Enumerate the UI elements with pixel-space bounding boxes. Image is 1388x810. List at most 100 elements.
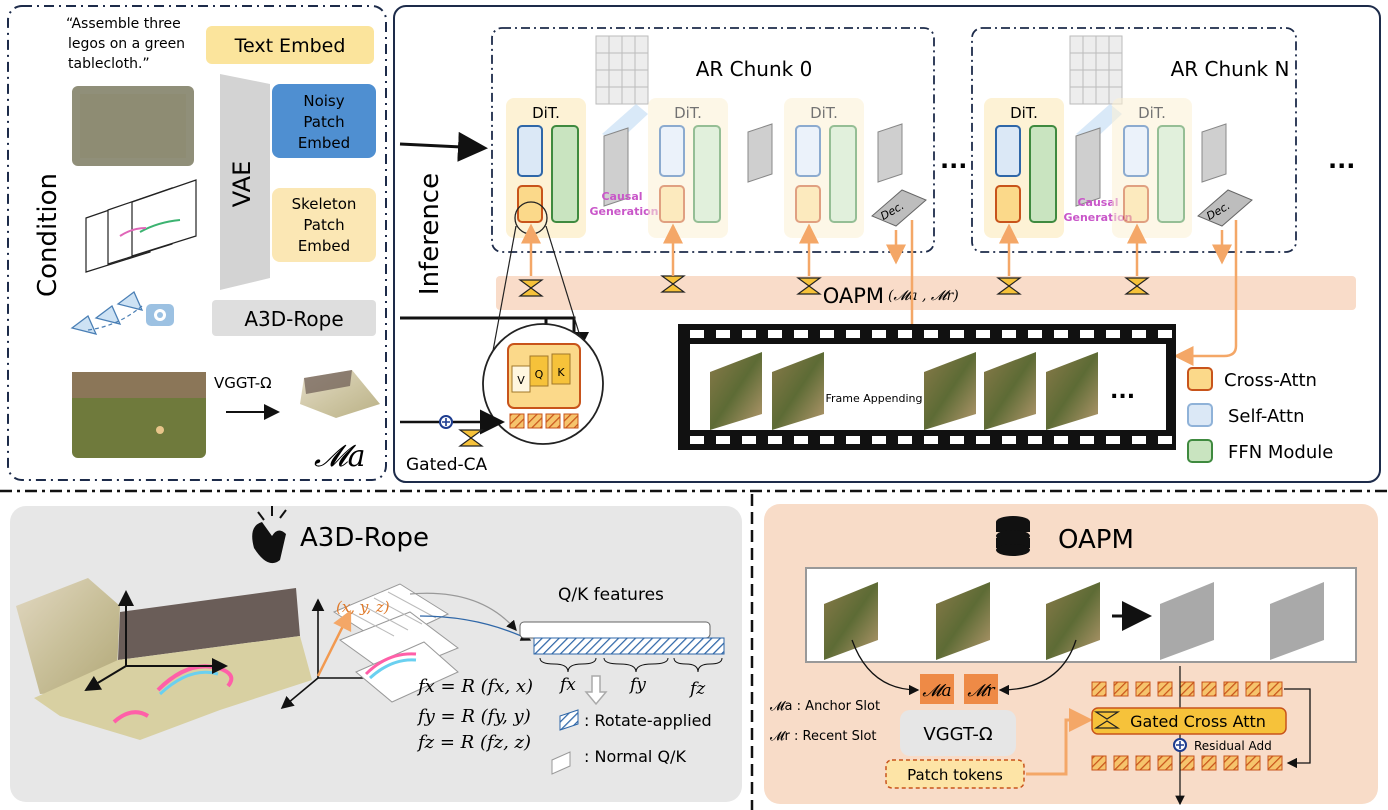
prompt-line-2: legos on a green — [68, 36, 185, 52]
buffer-frame-1 — [824, 582, 878, 660]
noisy-label-1: Noisy — [303, 92, 344, 110]
self-attn-n1 — [995, 125, 1021, 177]
gated-connectors — [518, 275, 1150, 297]
gated-cross-attn-label: Gated Cross Attn — [1130, 712, 1266, 731]
fz-brace — [673, 657, 723, 673]
legend: Cross-Attn Self-Attn FFN Module — [1187, 367, 1333, 463]
film-ellipsis: ... — [1110, 379, 1135, 404]
text-embed-box — [206, 26, 374, 64]
ellipsis-chunks: ... — [940, 146, 967, 174]
buffer-frame-3 — [1046, 582, 1100, 660]
vae-label: VAE — [228, 161, 256, 207]
vggt-box — [900, 710, 1016, 756]
recent-arrow — [998, 639, 1077, 696]
dit-label-2: DiT. — [674, 104, 702, 122]
text-embed-label: Text Embed — [234, 35, 346, 57]
input-arrow — [399, 131, 488, 162]
database-icon — [996, 516, 1030, 556]
residual-add-label: Residual Add — [1194, 739, 1272, 753]
legend-cross-label: Cross-Attn — [1224, 370, 1317, 391]
a3d-rope-box — [212, 300, 376, 336]
a3d-rope-panel: A3D-Rope (x, — [10, 506, 742, 802]
cross-attn-2 — [659, 185, 685, 223]
ffn-n1 — [1029, 125, 1057, 223]
condition-title: Condition — [33, 173, 63, 297]
pointcloud-large — [16, 578, 312, 740]
skeleton-frames — [85, 179, 197, 273]
eq-fx: fx = R (fx, x) — [416, 676, 533, 697]
film-strip — [678, 324, 1176, 450]
skeleton-patch-embed-box — [272, 188, 376, 262]
empty-slot-1 — [1160, 582, 1214, 660]
ellipsis-end: ... — [1328, 146, 1355, 174]
legend-cross-swatch — [1187, 367, 1213, 391]
dit-label-n1: DiT. — [1010, 104, 1038, 122]
self-attn-1 — [517, 125, 543, 177]
inference-panel: Inference AR Chunk 0 DiT. Causal Generat… — [393, 5, 1381, 483]
recent-slot-label: 𝓜r : Recent Slot — [770, 729, 877, 744]
skel-label-2: Patch — [303, 216, 344, 234]
vggt-label: VGGT-Ω — [214, 374, 272, 392]
self-attn-2 — [659, 125, 685, 177]
ar-chunk-0-title: AR Chunk 0 — [696, 57, 813, 81]
q-label: Q — [535, 368, 544, 381]
v-label: V — [517, 374, 525, 387]
normal-qk-label: : Normal Q/K — [584, 747, 686, 766]
fy-label: fy — [628, 675, 646, 695]
latent-frame-n2 — [1201, 123, 1227, 183]
normal-qk-swatch — [551, 751, 571, 775]
token-grid — [332, 583, 460, 703]
inference-title: Inference — [415, 173, 445, 295]
qk-feature-bar-rotated — [533, 637, 725, 655]
latent-frame-2 — [747, 123, 773, 183]
cross-attn-n2 — [1123, 185, 1149, 223]
frame-appending-label: Frame Appending — [826, 392, 923, 405]
latent-frame-1 — [603, 127, 629, 207]
skip-connection — [1284, 688, 1311, 769]
dit-label-1: DiT. — [532, 104, 560, 122]
legend-self-swatch — [1187, 403, 1213, 427]
position-arrow — [316, 609, 352, 677]
oapm-band-label: OAPM — [823, 284, 884, 308]
ffn-3 — [829, 125, 857, 223]
dit-label-3: DiT. — [810, 104, 838, 122]
causal-gen-1b: Generation — [589, 205, 658, 218]
attention-zoom: V Q K — [482, 225, 604, 445]
ffn-1 — [551, 125, 579, 223]
fx-label: fx — [558, 675, 576, 695]
oapm-band-args: (𝓜a , 𝓜r) — [888, 288, 959, 304]
vggt-box-label: VGGT-Ω — [923, 724, 992, 745]
ar-chunk-n-title: AR Chunk N — [1171, 57, 1290, 81]
decoder-block-n: Dec. — [1197, 189, 1253, 227]
cross-attn-1 — [517, 185, 543, 223]
noisy-patch-embed-box — [272, 84, 376, 158]
ma-symbol: 𝓜a — [314, 439, 366, 474]
causal-gen-n-a: Causal — [1077, 196, 1118, 209]
rotate-applied-swatch — [559, 709, 579, 731]
legend-ffn-swatch — [1187, 439, 1213, 463]
empty-slot-2 — [1270, 582, 1324, 660]
vae-block — [220, 74, 270, 290]
skel-label-1: Skeleton — [292, 195, 357, 213]
grid-to-features-blue — [419, 615, 532, 641]
ma-slot — [920, 674, 954, 704]
buffer-frame-2 — [936, 582, 990, 660]
ma-slot-label: 𝓜a — [922, 681, 951, 701]
token-row-bottom — [1091, 755, 1283, 771]
prompt-line-1: “Assemble three — [66, 16, 181, 32]
mr-slot-label: 𝓜r — [967, 681, 995, 701]
a3d-panel-title: A3D-Rope — [300, 523, 429, 553]
latent-frame-3 — [877, 123, 903, 183]
anchor-slot-label: 𝓜a : Anchor Slot — [770, 699, 880, 714]
patch-to-attn-arrow — [1026, 708, 1093, 776]
xyz-label: (x, y, z) — [336, 598, 390, 616]
skel-label-3: Embed — [298, 237, 350, 255]
camera-icons — [70, 290, 144, 335]
cross-attn-3 — [795, 185, 821, 223]
axes-large — [84, 590, 228, 692]
legend-self-label: Self-Attn — [1228, 406, 1304, 427]
camera-icon — [146, 304, 174, 326]
mr-slot — [964, 674, 998, 704]
self-attn-n2 — [1123, 125, 1149, 177]
